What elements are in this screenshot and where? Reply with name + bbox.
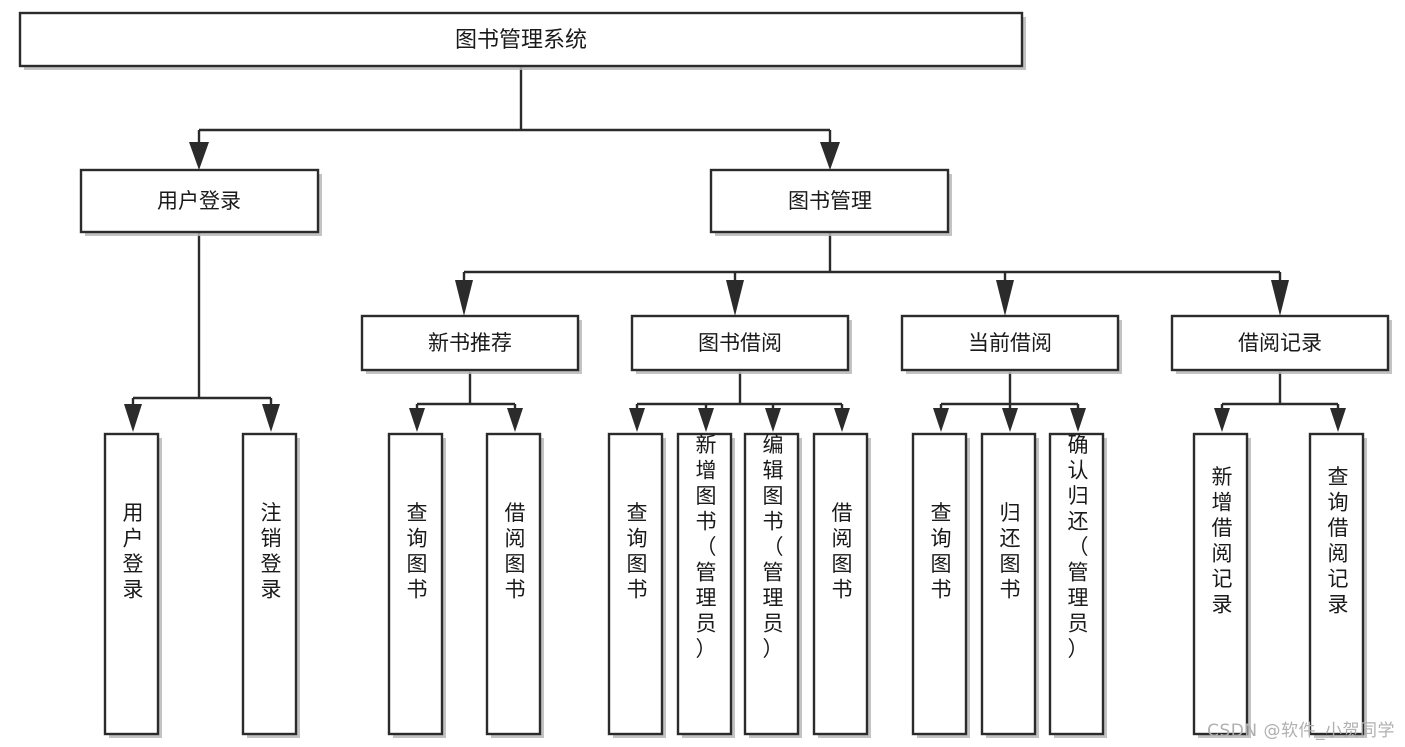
leaf-query-book-2[interactable]: 查询图书 <box>607 432 666 738</box>
node-new-book-recommend-label: 新书推荐 <box>428 331 512 355</box>
leaf-return-book[interactable]: 归还图书 <box>980 432 1039 738</box>
node-book-management-label: 图书管理 <box>788 189 872 213</box>
node-current-borrow-label: 当前借阅 <box>968 331 1052 355</box>
leaf-query-record[interactable]: 查询借阅记录 <box>1308 432 1367 738</box>
leaf-logout-login-label: 注销登录 <box>261 501 282 602</box>
arrow-head-leaf-logout-login <box>262 404 280 432</box>
node-book-borrow[interactable]: 图书借阅 <box>630 314 852 374</box>
leaf-query-record-label: 查询借阅记录 <box>1328 465 1349 617</box>
arrow-head-borrow-record <box>1271 280 1289 316</box>
arrow-head-user-login <box>189 142 209 170</box>
leaf-edit-book-label: 编辑图书（管理员） <box>763 433 784 661</box>
arrow-head-leaf-return-book <box>1002 408 1018 432</box>
node-new-book-recommend-box[interactable] <box>360 314 580 372</box>
leaf-confirm-return-label: 确认归还（管理员） <box>1068 433 1089 661</box>
node-root[interactable]: 图书管理系统 <box>18 11 1026 70</box>
leaf-borrow-book-2-box[interactable] <box>812 432 869 736</box>
arrow-head-leaf-query-record <box>1330 408 1346 432</box>
leaf-add-record[interactable]: 新增借阅记录 <box>1192 432 1251 738</box>
arrow-head-current-borrow <box>996 280 1014 316</box>
leaf-borrow-book-2-label: 借阅图书 <box>832 501 853 602</box>
leaf-query-book-1-box[interactable] <box>387 432 444 736</box>
leaf-logout-login-box[interactable] <box>241 432 298 736</box>
node-book-borrow-box[interactable] <box>630 314 850 372</box>
node-root-box[interactable] <box>18 11 1024 68</box>
leaf-edit-book[interactable]: 编辑图书（管理员） <box>743 432 802 738</box>
node-book-management-box[interactable] <box>709 168 950 234</box>
node-user-login-label: 用户登录 <box>157 189 241 213</box>
node-borrow-record[interactable]: 借阅记录 <box>1170 314 1392 374</box>
arrow-head-leaf-user-login <box>124 404 142 432</box>
csdn-watermark: CSDN @软件_小贺同学 <box>1207 721 1395 741</box>
leaf-add-book-label: 新增图书（管理员） <box>696 433 717 661</box>
arrow-head-book-management <box>820 142 840 170</box>
leaf-confirm-return-box[interactable] <box>1048 432 1105 736</box>
node-current-borrow-box[interactable] <box>900 314 1120 372</box>
arrow-head-leaf-query-book-1 <box>409 408 425 432</box>
leaf-query-book-3-box[interactable] <box>911 432 968 736</box>
arrow-head-leaf-add-record <box>1214 408 1230 432</box>
node-root-label: 图书管理系统 <box>455 28 587 53</box>
arrow-head-new-book-recommend <box>455 280 473 316</box>
leaf-return-book-label: 归还图书 <box>1000 501 1021 602</box>
arrow-head-leaf-query-book-2 <box>629 408 645 432</box>
leaf-query-book-3-label: 查询图书 <box>931 501 952 602</box>
leaf-query-book-1-label: 查询图书 <box>407 501 428 602</box>
leaf-edit-book-box[interactable] <box>743 432 800 736</box>
leaf-add-record-label: 新增借阅记录 <box>1212 465 1233 617</box>
leaf-confirm-return[interactable]: 确认归还（管理员） <box>1048 432 1107 738</box>
node-current-borrow[interactable]: 当前借阅 <box>900 314 1122 374</box>
arrow-head-leaf-query-book-3 <box>933 408 949 432</box>
node-borrow-record-box[interactable] <box>1170 314 1390 372</box>
arrow-head-leaf-borrow-book-1 <box>507 408 523 432</box>
arrow-head-book-borrow <box>726 280 744 316</box>
leaf-query-record-box[interactable] <box>1308 432 1365 736</box>
node-user-login-box[interactable] <box>79 168 320 234</box>
leaf-query-book-2-box[interactable] <box>607 432 664 736</box>
leaf-user-login[interactable]: 用户登录 <box>103 432 162 738</box>
node-new-book-recommend[interactable]: 新书推荐 <box>360 314 582 374</box>
leaf-borrow-book-1-box[interactable] <box>485 432 542 736</box>
leaf-add-book-box[interactable] <box>676 432 733 736</box>
node-book-management[interactable]: 图书管理 <box>709 168 952 236</box>
leaf-borrow-book-2[interactable]: 借阅图书 <box>812 432 871 738</box>
node-book-borrow-label: 图书借阅 <box>698 331 782 355</box>
leaf-query-book-2-label: 查询图书 <box>627 501 648 602</box>
arrow-head-leaf-borrow-book-2 <box>834 408 850 432</box>
leaf-borrow-book-1[interactable]: 借阅图书 <box>485 432 544 738</box>
leaf-borrow-book-1-label: 借阅图书 <box>505 501 526 602</box>
leaf-user-login-label: 用户登录 <box>123 501 144 602</box>
leaf-return-book-box[interactable] <box>980 432 1037 736</box>
leaf-add-book[interactable]: 新增图书（管理员） <box>676 432 735 738</box>
leaf-logout-login[interactable]: 注销登录 <box>241 432 300 738</box>
leaf-query-book-1[interactable]: 查询图书 <box>387 432 446 738</box>
arrow-head-leaf-edit-book <box>765 408 781 432</box>
connector-layer <box>124 66 1346 432</box>
node-borrow-record-label: 借阅记录 <box>1238 331 1322 355</box>
leaf-query-book-3[interactable]: 查询图书 <box>911 432 970 738</box>
leaf-add-record-box[interactable] <box>1192 432 1249 736</box>
leaf-user-login-box[interactable] <box>103 432 160 736</box>
node-user-login[interactable]: 用户登录 <box>79 168 322 236</box>
arrow-head-leaf-confirm-return <box>1070 408 1086 432</box>
arrow-head-leaf-add-book <box>698 408 714 432</box>
